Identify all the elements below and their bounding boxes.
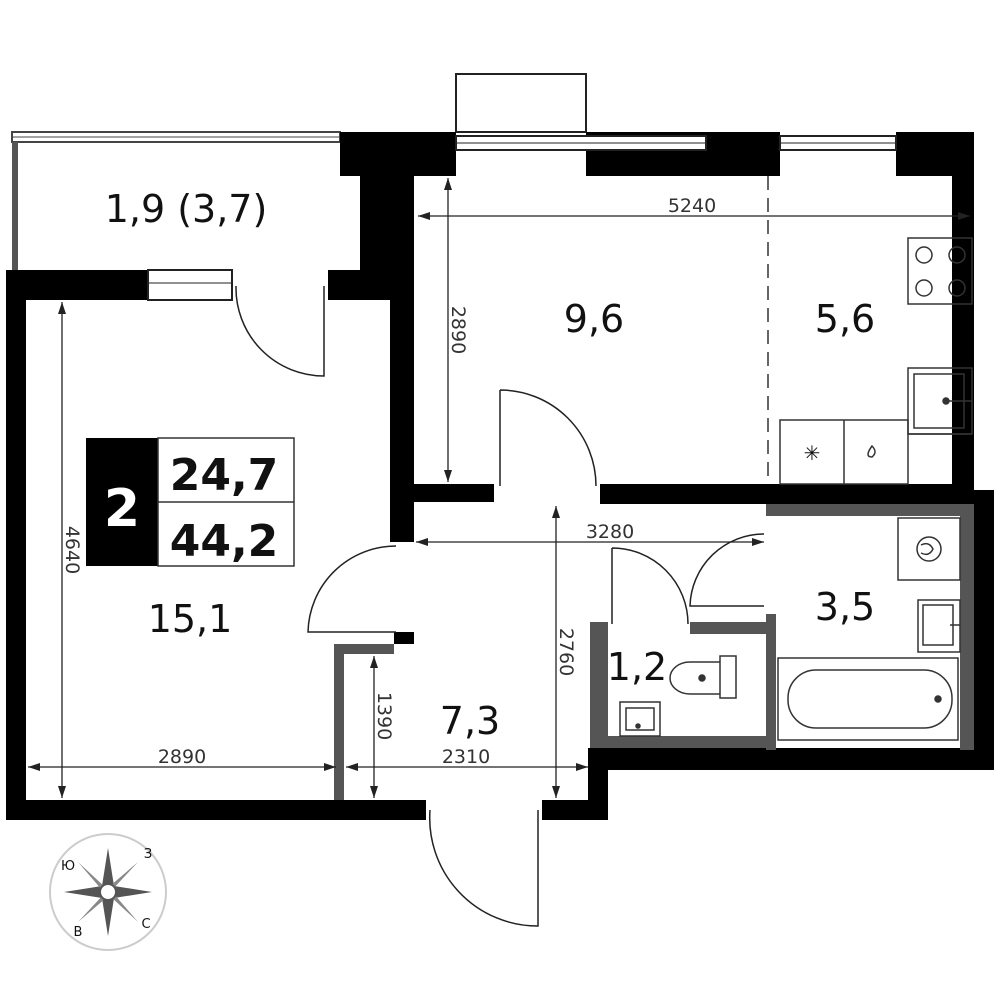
burner-icon (915, 279, 933, 297)
dimension-labels: 5240 2890 4640 2890 3280 2760 1390 2310 (61, 195, 716, 768)
compass-north: С (141, 917, 150, 932)
living-door (499, 389, 597, 487)
compass-rose-icon (64, 848, 152, 936)
badge-rooms: 2 (104, 479, 140, 539)
bathtub (777, 657, 959, 741)
bathroom-door (689, 533, 765, 607)
dim-living-height: 2890 (447, 306, 469, 354)
bedroom-door (307, 545, 397, 633)
kitchen-fixtures: ✳ (767, 176, 973, 485)
room-living-area: 9,6 (564, 297, 624, 341)
dim-bedroom-width: 2890 (158, 746, 206, 768)
interior-walls (394, 484, 974, 644)
dim-top-width: 5240 (668, 195, 716, 217)
room-kitchen-area: 5,6 (815, 297, 875, 341)
washing-machine (897, 517, 961, 581)
dim-hall-height: 2760 (555, 628, 577, 676)
partitions (334, 504, 974, 800)
toilet-door (611, 547, 689, 625)
badge-total-area: 44,2 (170, 516, 279, 567)
room-bedroom-area: 15,1 (148, 597, 233, 641)
compass-west: З (144, 847, 152, 862)
compass-south: Ю (61, 859, 75, 874)
fridge-icon: ✳ (804, 441, 821, 465)
dishwasher-icon (867, 444, 876, 458)
balcony-box (455, 73, 587, 133)
dim-entry-width: 2310 (442, 746, 490, 768)
room-toilet-area: 1,2 (607, 645, 667, 689)
compass: Ю З С В (49, 833, 167, 951)
doors (235, 285, 765, 927)
burner-icon (948, 246, 966, 264)
compass-east: В (74, 925, 83, 940)
entry-door (428, 809, 539, 927)
balcony (11, 73, 587, 270)
balcony-door (235, 285, 325, 377)
room-balcony-area: 1,9 (3,7) (105, 187, 268, 231)
room-labels: 1,9 (3,7) 9,6 5,6 15,1 7,3 3,5 1,2 (105, 187, 876, 743)
toilet-sink (619, 701, 661, 737)
toilet-fixtures (619, 655, 737, 737)
windows (147, 135, 897, 301)
bathroom-sink (917, 599, 961, 653)
toilet-bowl (669, 661, 720, 695)
dim-entry-height: 1390 (373, 692, 395, 740)
badge-living-area: 24,7 (170, 450, 279, 501)
outer-walls (6, 132, 994, 820)
burner-icon (948, 279, 966, 297)
dim-hall-width: 3280 (586, 521, 634, 543)
burner-icon (915, 246, 933, 264)
room-bathroom-area: 3,5 (815, 585, 875, 629)
bathroom-fixtures (777, 517, 961, 741)
stove (907, 237, 973, 305)
dim-bedroom-height: 4640 (61, 526, 83, 574)
room-hallway-area: 7,3 (440, 699, 500, 743)
dimension-lines (28, 178, 970, 798)
area-badge: 2 24,7 44,2 (86, 437, 295, 567)
washing-machine-icon (916, 536, 942, 562)
